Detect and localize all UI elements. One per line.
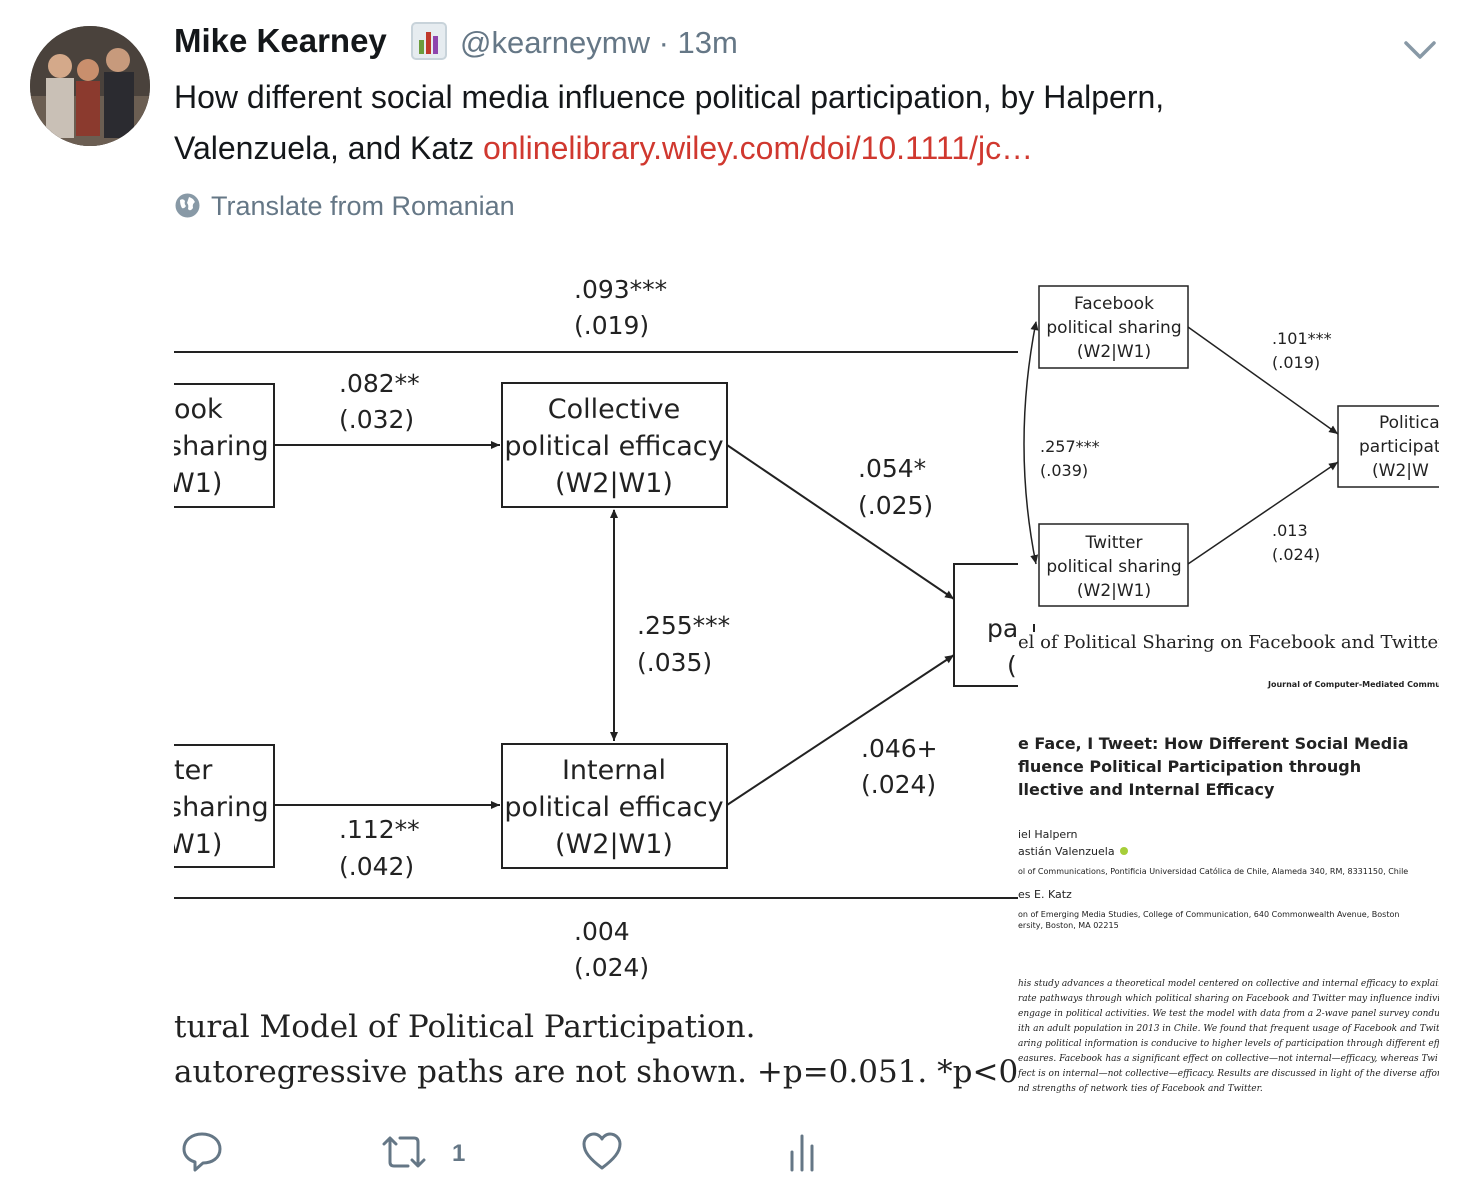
- fb-share-line2: political sharing: [1046, 318, 1181, 338]
- paper-author-1: iel Halpern: [1018, 828, 1078, 841]
- paper-journal: Journal of Computer-Mediated Commu: [1267, 680, 1439, 689]
- globe-icon: [174, 192, 201, 226]
- author-avatar[interactable]: [30, 26, 150, 146]
- fb-collective-se: (.032): [339, 405, 414, 434]
- collective-internal-se: (.035): [637, 648, 712, 677]
- inset-part-line3: (W2|W: [1372, 461, 1429, 481]
- verified-chart-badge-icon: [411, 22, 447, 60]
- avatar-photo: [30, 26, 150, 146]
- abstract-line: fect is on internal—not collective—effic…: [1018, 1069, 1439, 1079]
- paper-affil-2b: ersity, Boston, MA 02215: [1018, 921, 1119, 930]
- tw-to-part-arrow: [1187, 461, 1339, 565]
- abstract-line: easures. Facebook has a significant effe…: [1018, 1054, 1438, 1064]
- tweet-link[interactable]: onlinelibrary.wiley.com/doi/10.1111/jc…: [482, 130, 1034, 166]
- retweet-count: 1: [452, 1140, 466, 1167]
- paper-author-2: astián Valenzuela: [1018, 845, 1115, 858]
- tw-share-box: [1038, 523, 1189, 607]
- tweet-text-line1: How different social media influence pol…: [174, 79, 1165, 115]
- bottom-path-coef: .004: [574, 917, 630, 946]
- collective-part-se: (.025): [858, 491, 933, 520]
- orcid-icon: [1120, 847, 1128, 855]
- collective-part-coef: .054*: [858, 454, 926, 483]
- participation-line2: (: [1007, 651, 1017, 680]
- internal-part-se: (.024): [861, 770, 936, 799]
- fb-share-line1: Facebook: [1074, 294, 1154, 314]
- abstract-line: rate pathways through which political sh…: [1018, 994, 1439, 1004]
- fb-share-line3: (W2|W1): [1077, 342, 1151, 362]
- inset-part-line1: Politica: [1379, 413, 1439, 433]
- internal-efficacy-box: [501, 743, 728, 869]
- top-path-se: (.019): [574, 311, 649, 340]
- abstract-line: aring political information is conducive…: [1018, 1039, 1439, 1049]
- tw-share-line2: political sharing: [1046, 557, 1181, 577]
- paper-author-3: es E. Katz: [1018, 888, 1072, 901]
- tw-internal-se: (.042): [339, 852, 414, 881]
- top-path-coef: .093***: [574, 275, 667, 304]
- translate-button[interactable]: Translate from Romanian: [174, 191, 515, 226]
- tweet-text-line2: Valenzuela, and Katz: [174, 130, 483, 166]
- collective-line2: political efficacy: [504, 431, 723, 462]
- facebook-sharing-line2: sharing: [174, 431, 269, 462]
- tw-share-line3: (W2|W1): [1077, 581, 1151, 601]
- abstract-line: nd strengths of network ties of Facebook…: [1018, 1084, 1263, 1094]
- internal-to-part-arrow: [726, 654, 955, 806]
- paper-abstract: his study advances a theoretical model c…: [1018, 979, 1439, 1094]
- collective-internal-coef: .255***: [637, 611, 730, 640]
- fb-part-se: (.019): [1272, 353, 1320, 372]
- collective-line3: (W2|W1): [555, 468, 673, 499]
- tw-part-se: (.024): [1272, 545, 1320, 564]
- abstract-line: ith an adult population in 2013 in Chile…: [1018, 1024, 1439, 1034]
- facebook-sharing-line1: ook: [174, 394, 223, 425]
- paper-affil-2a: on of Emerging Media Studies, College of…: [1018, 910, 1399, 919]
- fb-tw-cov-se: (.039): [1040, 461, 1088, 480]
- fb-tw-cov-arrow: [1023, 321, 1039, 565]
- inset-participation-box: [1337, 405, 1439, 488]
- internal-line2: political efficacy: [504, 792, 723, 823]
- fb-part-coef: .101***: [1272, 329, 1332, 348]
- chevron-down-icon[interactable]: [1402, 38, 1438, 62]
- tw-part-coef: .013: [1272, 521, 1308, 540]
- collective-line1: Collective: [548, 394, 681, 425]
- tw-share-line1: Twitter: [1085, 533, 1143, 553]
- facebook-sharing-line3: W1): [174, 468, 222, 499]
- internal-part-coef: .046+: [861, 734, 938, 763]
- tw-internal-coef: .112**: [339, 815, 420, 844]
- retweet-icon[interactable]: [380, 1130, 428, 1178]
- inset-background: [1018, 262, 1439, 624]
- paper-excerpt: el of Political Sharing on Facebook and …: [1018, 632, 1439, 1102]
- analytics-icon[interactable]: [788, 1130, 818, 1178]
- paper-headline-3: llective and Internal Efficacy: [1018, 780, 1275, 799]
- abstract-line: engage in political activities. We test …: [1018, 1009, 1439, 1019]
- paper-figure-title: el of Political Sharing on Facebook and …: [1018, 632, 1439, 653]
- figure-caption-line2: autoregressive paths are not shown. +p=0…: [174, 1054, 1118, 1090]
- paper-headline-2: fluence Political Participation through: [1018, 757, 1361, 776]
- figure-caption-line1: tural Model of Political Participation.: [174, 1009, 756, 1045]
- twitter-sharing-line1: ter: [174, 755, 213, 786]
- twitter-sharing-line2: sharing: [174, 792, 269, 823]
- like-icon[interactable]: [580, 1130, 624, 1178]
- tweet-text: How different social media influence pol…: [174, 72, 1404, 174]
- inset-part-line2: participat: [1359, 437, 1439, 457]
- internal-line3: (W2|W1): [555, 829, 673, 860]
- handle-and-time[interactable]: @kearneymw · 13m: [460, 25, 738, 60]
- author-name[interactable]: Mike Kearney: [174, 22, 387, 59]
- bottom-path-se: (.024): [574, 953, 649, 982]
- fb-to-part-arrow: [1187, 326, 1339, 435]
- translate-label: Translate from Romanian: [211, 191, 515, 221]
- collective-to-part-arrow: [726, 444, 955, 600]
- fb-tw-cov-coef: .257***: [1040, 437, 1100, 456]
- paper-headline-1: e Face, I Tweet: How Different Social Me…: [1018, 734, 1408, 753]
- path-diagram: .093*** (.019) .004 (.024) ook sharing W…: [174, 262, 1439, 1090]
- fb-collective-coef: .082**: [339, 369, 420, 398]
- abstract-line: his study advances a theoretical model c…: [1018, 979, 1439, 989]
- twitter-sharing-line3: W1): [174, 829, 222, 860]
- participation-line1: pa: [987, 614, 1018, 643]
- paper-affil-1: ol of Communications, Pontificia Univers…: [1018, 866, 1408, 876]
- participation-box: [953, 563, 1035, 687]
- internal-line1: Internal: [562, 755, 666, 786]
- reply-icon[interactable]: [180, 1130, 224, 1178]
